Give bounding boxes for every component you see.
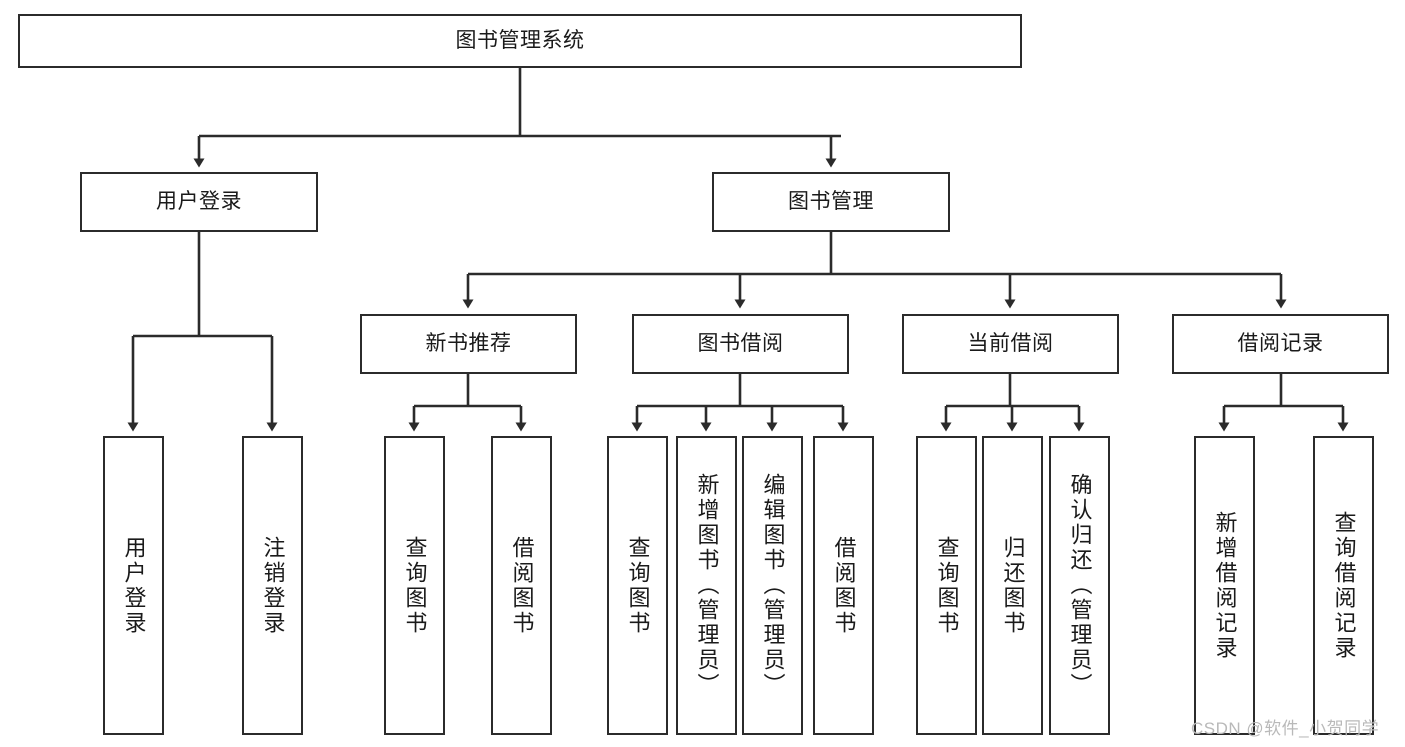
node-leaf-return-book[interactable]: 归还图书	[982, 436, 1043, 735]
node-label: 借阅记录	[1237, 331, 1324, 355]
node-book-management[interactable]: 图书管理	[712, 172, 950, 232]
node-leaf-confirm-return-admin[interactable]: 确认归还（管理员）	[1049, 436, 1110, 735]
node-label: 查询图书	[402, 535, 428, 636]
node-root-system[interactable]: 图书管理系统	[18, 14, 1022, 68]
node-borrow-records[interactable]: 借阅记录	[1172, 314, 1389, 374]
node-leaf-query-book-recommend[interactable]: 查询图书	[384, 436, 445, 735]
node-leaf-add-borrow-record[interactable]: 新增借阅记录	[1194, 436, 1255, 735]
node-leaf-add-book-admin[interactable]: 新增图书（管理员）	[676, 436, 737, 735]
node-label: 归还图书	[1000, 535, 1026, 636]
node-label: 图书管理	[788, 189, 874, 213]
node-label: 确认归还（管理员）	[1067, 473, 1093, 698]
node-label: 新增借阅记录	[1212, 510, 1238, 661]
node-label: 新增图书（管理员）	[694, 473, 720, 698]
node-leaf-borrow-book[interactable]: 借阅图书	[813, 436, 874, 735]
node-label: 查询图书	[934, 535, 960, 636]
node-label: 查询图书	[625, 535, 651, 636]
node-user-login[interactable]: 用户登录	[80, 172, 318, 232]
node-label: 图书借阅	[697, 331, 784, 355]
node-leaf-user-login[interactable]: 用户登录	[103, 436, 164, 735]
node-label: 新书推荐	[425, 331, 512, 355]
node-leaf-edit-book-admin[interactable]: 编辑图书（管理员）	[742, 436, 803, 735]
node-leaf-borrow-book-recommend[interactable]: 借阅图书	[491, 436, 552, 735]
node-label: 当前借阅	[967, 331, 1054, 355]
node-leaf-query-book-borrow[interactable]: 查询图书	[607, 436, 668, 735]
node-label: 用户登录	[121, 535, 147, 636]
node-label: 查询借阅记录	[1331, 510, 1357, 661]
node-label: 借阅图书	[831, 535, 857, 636]
node-label: 注销登录	[260, 535, 286, 636]
node-label: 编辑图书（管理员）	[760, 473, 786, 698]
watermark-text: CSDN @软件_小贺同学	[1191, 719, 1380, 738]
node-label: 借阅图书	[509, 535, 535, 636]
node-leaf-query-borrow-record[interactable]: 查询借阅记录	[1313, 436, 1374, 735]
node-label: 用户登录	[156, 189, 242, 213]
node-current-borrow[interactable]: 当前借阅	[902, 314, 1119, 374]
node-book-borrow[interactable]: 图书借阅	[632, 314, 849, 374]
node-leaf-logout[interactable]: 注销登录	[242, 436, 303, 735]
node-new-book-recommend[interactable]: 新书推荐	[360, 314, 577, 374]
node-label: 图书管理系统	[455, 28, 585, 52]
node-leaf-query-book-current[interactable]: 查询图书	[916, 436, 977, 735]
